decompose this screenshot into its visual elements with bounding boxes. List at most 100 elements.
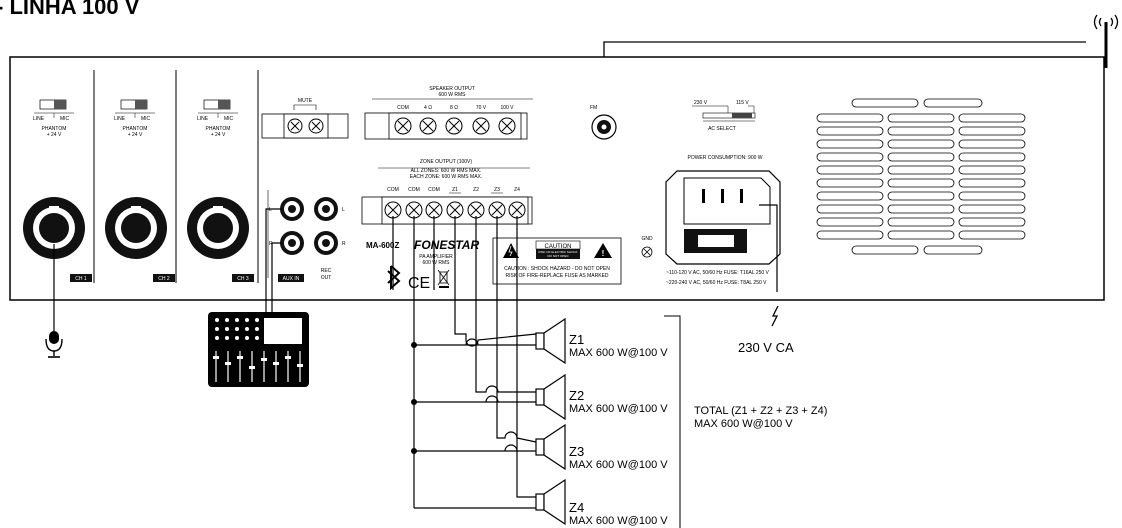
zone-output-each: EACH ZONE: 600 W RMS MAX. bbox=[410, 174, 483, 180]
zone-terminal-label: COM bbox=[408, 187, 420, 193]
aux-l-label: L bbox=[269, 207, 272, 213]
speaker-screw-terminals[interactable] bbox=[394, 117, 516, 135]
caution-line-1: CAUTION : SHOCK HAZARD - DO NOT OPEN bbox=[504, 266, 610, 272]
caution-sub-2: DO NOT OPEN bbox=[548, 254, 569, 258]
caution-line-2: RISK OF FIRE-REPLACE FUSE AS MARKED bbox=[505, 273, 608, 279]
amp-power: 600 W RMS bbox=[423, 260, 451, 266]
aux-in-r-rca[interactable] bbox=[280, 231, 304, 255]
total-label: TOTAL (Z1 + Z2 + Z3 + Z4) bbox=[694, 405, 827, 417]
aux-cable-r bbox=[271, 242, 282, 312]
zone-output-title: ZONE OUTPUT (100V) bbox=[420, 159, 472, 165]
rec-l-label: L bbox=[342, 207, 345, 213]
aux-in-l-rca[interactable] bbox=[280, 197, 304, 221]
power-inlet bbox=[665, 170, 781, 265]
aux-rec-section: L R L R AUX IN REC OUT bbox=[267, 190, 346, 282]
mic-label: MIC bbox=[60, 116, 70, 122]
line-label: LINE bbox=[33, 116, 45, 122]
mixer-icon bbox=[208, 312, 309, 387]
aux-in-label: AUX IN bbox=[283, 276, 300, 282]
inlet-pin bbox=[740, 189, 743, 203]
channel-strip-1: LINE MIC PHANTOM + 24 V CH 1 bbox=[23, 99, 92, 282]
phantom-voltage: + 24 V bbox=[211, 132, 226, 138]
ac-select-switch[interactable]: 230 V 115 V AC SELECT bbox=[692, 100, 756, 132]
zone-terminal-label: Z3 bbox=[494, 187, 500, 193]
zone-screw-terminals[interactable] bbox=[384, 201, 526, 219]
fuse-spec-1: ~110-120 V AC, 50/60 Hz FUSE: T16AL 250 … bbox=[666, 270, 770, 276]
fm-label: FM bbox=[590, 105, 597, 111]
zone-output-all: ALL ZONES: 600 W RMS MAX. bbox=[411, 168, 482, 174]
ac-230-label: 230 V bbox=[694, 100, 708, 106]
line-label: LINE bbox=[197, 116, 209, 122]
channel-strip-2: LINE MIC PHANTOM + 24 V CH 2 bbox=[105, 99, 175, 282]
zone-max: MAX 600 W@100 V bbox=[569, 515, 668, 527]
caution-sub-1: RISK OF ELECTRIC SHOCK bbox=[538, 250, 577, 254]
inlet-pin bbox=[721, 189, 724, 203]
speaker-terminal-label: COM bbox=[397, 105, 409, 111]
caution-label: ! CAUTION RISK OF ELECTRIC SHOCK DO NOT … bbox=[492, 237, 622, 285]
speaker-icon-z2: Z2 MAX 600 W@100 V bbox=[535, 373, 668, 421]
zone-terminal-label: Z4 bbox=[514, 187, 520, 193]
model-label: MA-600Z bbox=[366, 241, 399, 250]
brand-logo: FONESTAR bbox=[414, 238, 479, 252]
rec-out-l-rca[interactable] bbox=[314, 197, 338, 221]
svg-text:!: ! bbox=[602, 249, 605, 258]
shock-warning-icon bbox=[503, 243, 519, 258]
phantom-label: PHANTOM bbox=[42, 126, 67, 132]
mic-label: MIC bbox=[141, 116, 151, 122]
speaker-terminal-label: 70 V bbox=[476, 105, 487, 111]
caution-title: CAUTION bbox=[545, 244, 572, 250]
phantom-voltage: + 24 V bbox=[47, 132, 62, 138]
ac-115-label: 115 V bbox=[736, 100, 749, 106]
phantom-voltage: + 24 V bbox=[128, 132, 143, 138]
speaker-output: SPEAKER OUTPUT 600 W RMS COM 4 Ω 8 Ω 70 … bbox=[364, 86, 533, 140]
mute-label: MUTE bbox=[298, 98, 313, 104]
zone-name: Z4 bbox=[569, 500, 584, 515]
speaker-terminal-label: 100 V bbox=[500, 105, 514, 111]
speaker-terminal-label: 4 Ω bbox=[424, 105, 432, 111]
ventilation-grille bbox=[816, 98, 1026, 255]
channel-strip-3: LINE MIC PHANTOM + 24 V CH 3 bbox=[187, 99, 254, 282]
microphone-icon bbox=[45, 331, 63, 358]
zone-terminal-label: Z2 bbox=[473, 187, 479, 193]
zone-max: MAX 600 W@100 V bbox=[569, 459, 668, 471]
total-bracket bbox=[664, 315, 681, 528]
channel-label: CH 1 bbox=[75, 276, 87, 282]
channel-label: CH 3 bbox=[237, 276, 249, 282]
aux-r-label: R bbox=[269, 241, 273, 247]
power-cable bbox=[759, 204, 778, 292]
weee-bin-icon bbox=[437, 269, 450, 288]
inlet-pin bbox=[702, 189, 705, 203]
phantom-label: PHANTOM bbox=[206, 126, 231, 132]
zone-name: Z3 bbox=[569, 444, 584, 459]
xlr-combo-jack[interactable] bbox=[105, 197, 167, 259]
mic-label: MIC bbox=[224, 116, 234, 122]
zone-terminal-label: COM bbox=[387, 187, 399, 193]
rec-out-r-rca[interactable] bbox=[314, 231, 338, 255]
speaker-output-title: SPEAKER OUTPUT bbox=[429, 86, 475, 92]
gnd-label: GND bbox=[641, 236, 653, 242]
speaker-terminal-label: 8 Ω bbox=[450, 105, 458, 111]
out-label: OUT bbox=[321, 275, 332, 281]
rec-r-label: R bbox=[342, 241, 346, 247]
fuse-spec-2: ~220-240 V AC, 50/60 Hz FUSE: T8AL 250 V bbox=[666, 280, 767, 286]
speaker-output-power: 600 W RMS bbox=[439, 92, 467, 98]
amp-desc: PA AMPLIFIER bbox=[419, 254, 453, 260]
mute-terminal: MUTE bbox=[261, 98, 349, 139]
warning-triangle-icon bbox=[594, 243, 612, 258]
rec-label: REC bbox=[321, 268, 332, 274]
mains-label: 230 V CA bbox=[738, 340, 794, 355]
page-title: - LINHA 100 V bbox=[0, 0, 140, 19]
xlr-combo-jack[interactable] bbox=[187, 197, 249, 259]
xlr-combo-jack[interactable] bbox=[23, 197, 85, 259]
line-label: LINE bbox=[114, 116, 126, 122]
zone-name: Z1 bbox=[569, 332, 584, 347]
ground-icon[interactable]: GND bbox=[641, 236, 653, 258]
fm-antenna-input[interactable]: FM bbox=[590, 105, 617, 140]
ce-mark-icon: CE bbox=[408, 275, 430, 292]
aux-cable-l bbox=[265, 208, 282, 312]
total-max: MAX 600 W@100 V bbox=[694, 418, 793, 430]
channel-label: CH 2 bbox=[158, 276, 170, 282]
power-consumption: POWER CONSUMPTION: 900 W bbox=[687, 155, 762, 161]
speaker-icon-z4: Z4 MAX 600 W@100 V bbox=[535, 478, 668, 527]
